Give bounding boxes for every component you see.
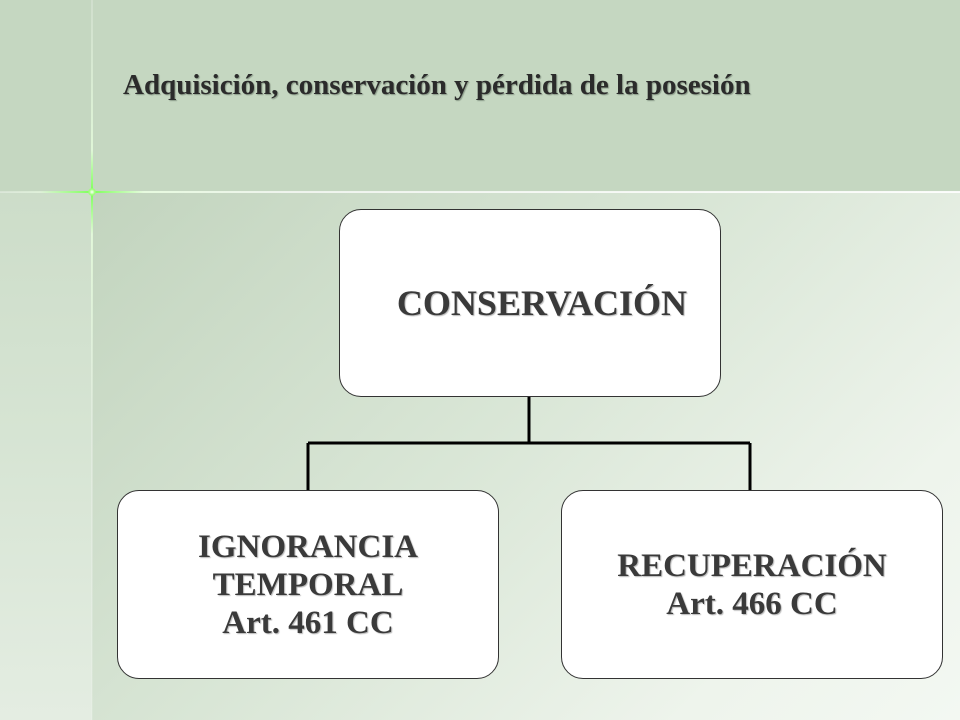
node-ignorancia-temporal: IGNORANCIA TEMPORAL Art. 461 CC: [117, 490, 499, 679]
slide-title: Adquisición, conservación y pérdida de l…: [123, 69, 751, 101]
sparkle-icon: [88, 188, 96, 196]
header-band: [0, 0, 960, 192]
node-conservacion-label: CONSERVACIÓN: [396, 283, 688, 323]
node-ignorancia-line1: IGNORANCIA: [197, 528, 418, 565]
node-recuperacion-line1: RECUPERACIÓN: [617, 547, 887, 584]
vertical-guide-line: [91, 0, 93, 720]
node-ignorancia-line2: TEMPORAL: [212, 566, 404, 603]
node-ignorancia-line3: Art. 461 CC: [222, 604, 394, 641]
node-recuperacion: RECUPERACIÓN Art. 466 CC: [561, 490, 943, 679]
node-ignorancia-temporal-text: IGNORANCIA TEMPORAL Art. 461 CC: [198, 528, 418, 642]
node-conservacion: CONSERVACIÓN: [339, 209, 721, 397]
node-recuperacion-line2: Art. 466 CC: [666, 585, 838, 622]
node-recuperacion-text: RECUPERACIÓN Art. 466 CC: [617, 547, 887, 623]
horizontal-guide-line: [0, 191, 960, 193]
